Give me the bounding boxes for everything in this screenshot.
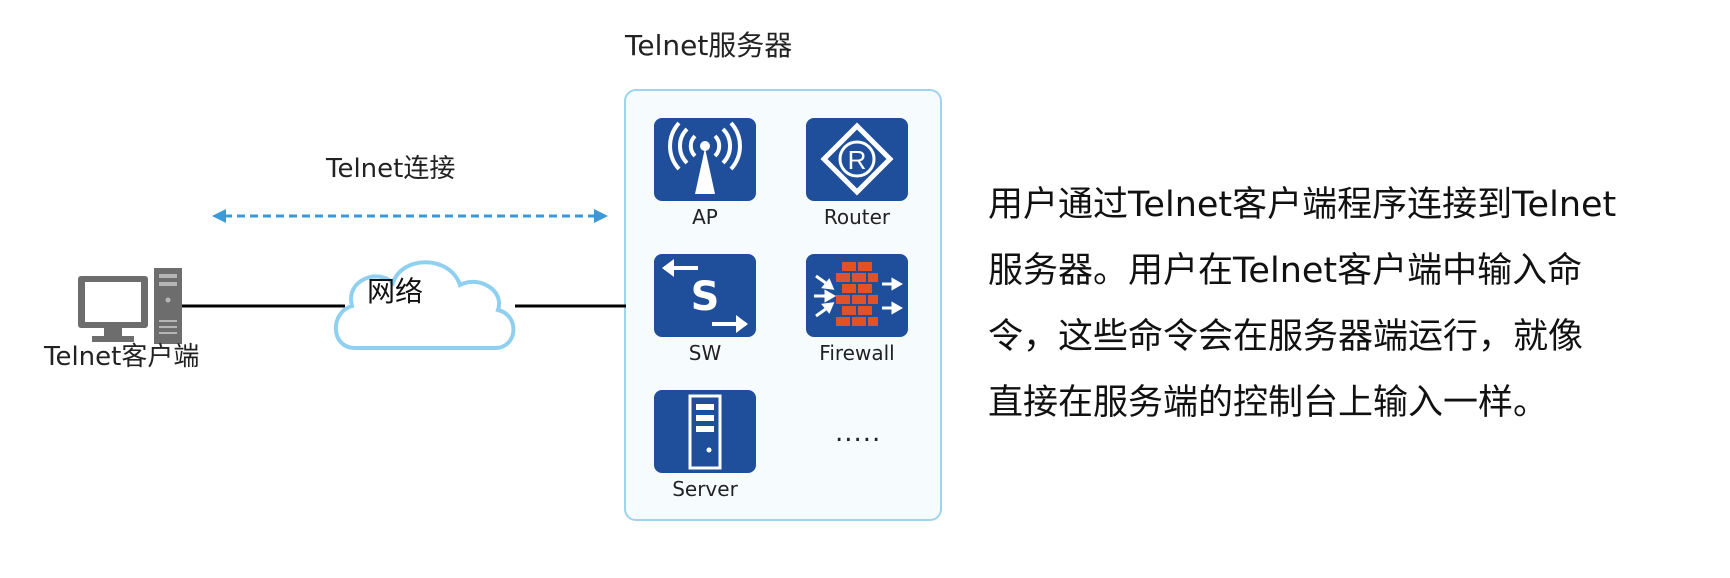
ap-label: AP: [692, 205, 718, 229]
connection-label: Telnet连接: [326, 154, 456, 184]
firewall-label: Firewall: [819, 341, 895, 365]
description-text: 用户通过Telnet客户端程序连接到Telnet 服务器。用户在Telnet客户…: [988, 172, 1688, 436]
svg-text:S: S: [691, 274, 720, 320]
server-device: [654, 390, 756, 473]
server-icon: [688, 394, 722, 470]
description-line: 直接在服务端的控制台上输入一样。: [988, 383, 1549, 423]
server-box: AP R Router S SW: [624, 89, 942, 521]
server-label: Server: [672, 477, 738, 501]
description-line: 令，这些命令会在服务器端运行，就像: [988, 317, 1584, 357]
router-device: R: [806, 118, 908, 201]
client-label: Telnet客户端: [44, 342, 200, 372]
router-label: Router: [823, 205, 891, 229]
description-line: 服务器。用户在Telnet客户端中输入命: [988, 251, 1583, 291]
more-devices-ellipsis: .....: [835, 418, 882, 448]
firewall-icon: [814, 262, 904, 326]
connection-dashed-arrow: [212, 209, 608, 223]
description-line: 用户通过Telnet客户端程序连接到Telnet: [988, 185, 1617, 225]
cloud-shape: [333, 260, 516, 350]
ap-device: [654, 118, 756, 201]
computer-icon: [78, 268, 182, 344]
router-icon: R: [820, 122, 894, 196]
firewall-device: [806, 254, 908, 337]
network-label: 网络: [366, 275, 423, 308]
switch-device: S: [654, 254, 756, 337]
switch-icon: S: [662, 259, 748, 333]
ap-icon: [668, 121, 742, 194]
sw-label: SW: [688, 341, 722, 365]
server-title: Telnet服务器: [625, 29, 793, 62]
svg-text:R: R: [848, 145, 867, 175]
